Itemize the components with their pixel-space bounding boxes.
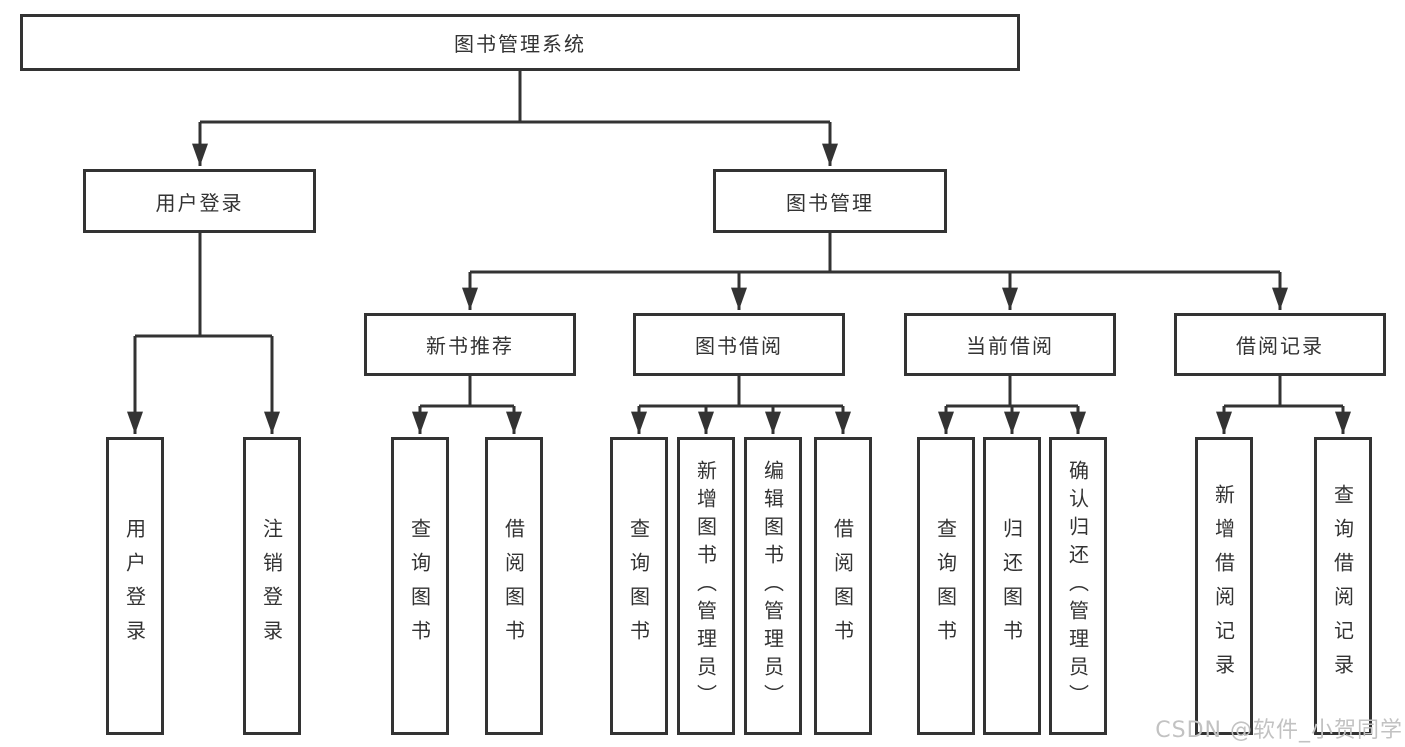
leaf-borrow-books: 借阅图书 <box>485 437 543 735</box>
leaf-edit-book-admin: 编辑图书（管理员） <box>744 437 802 735</box>
leaf-return-book: 归还图书 <box>983 437 1041 735</box>
csdn-watermark: CSDN @软件_小贺同学 <box>1155 718 1403 743</box>
leaf-query-books: 查询图书 <box>391 437 449 735</box>
leaf-user-login: 用户登录 <box>106 437 164 735</box>
leaf-add-borrow-record: 新增借阅记录 <box>1195 437 1253 735</box>
node-book-borrowing: 图书借阅 <box>633 313 845 376</box>
node-borrowing-records: 借阅记录 <box>1174 313 1386 376</box>
leaf-query-borrow-record: 查询借阅记录 <box>1314 437 1372 735</box>
node-book-management: 图书管理 <box>713 169 947 233</box>
node-new-book-recommend: 新书推荐 <box>364 313 576 376</box>
leaf-borrow-books-2: 借阅图书 <box>814 437 872 735</box>
leaf-confirm-return-admin: 确认归还（管理员） <box>1049 437 1107 735</box>
node-current-borrowing: 当前借阅 <box>904 313 1116 376</box>
leaf-query-books-2: 查询图书 <box>610 437 668 735</box>
leaf-add-book-admin: 新增图书（管理员） <box>677 437 735 735</box>
leaf-query-books-3: 查询图书 <box>917 437 975 735</box>
node-user-login: 用户登录 <box>83 169 316 233</box>
node-library-system: 图书管理系统 <box>20 14 1020 71</box>
leaf-logout: 注销登录 <box>243 437 301 735</box>
